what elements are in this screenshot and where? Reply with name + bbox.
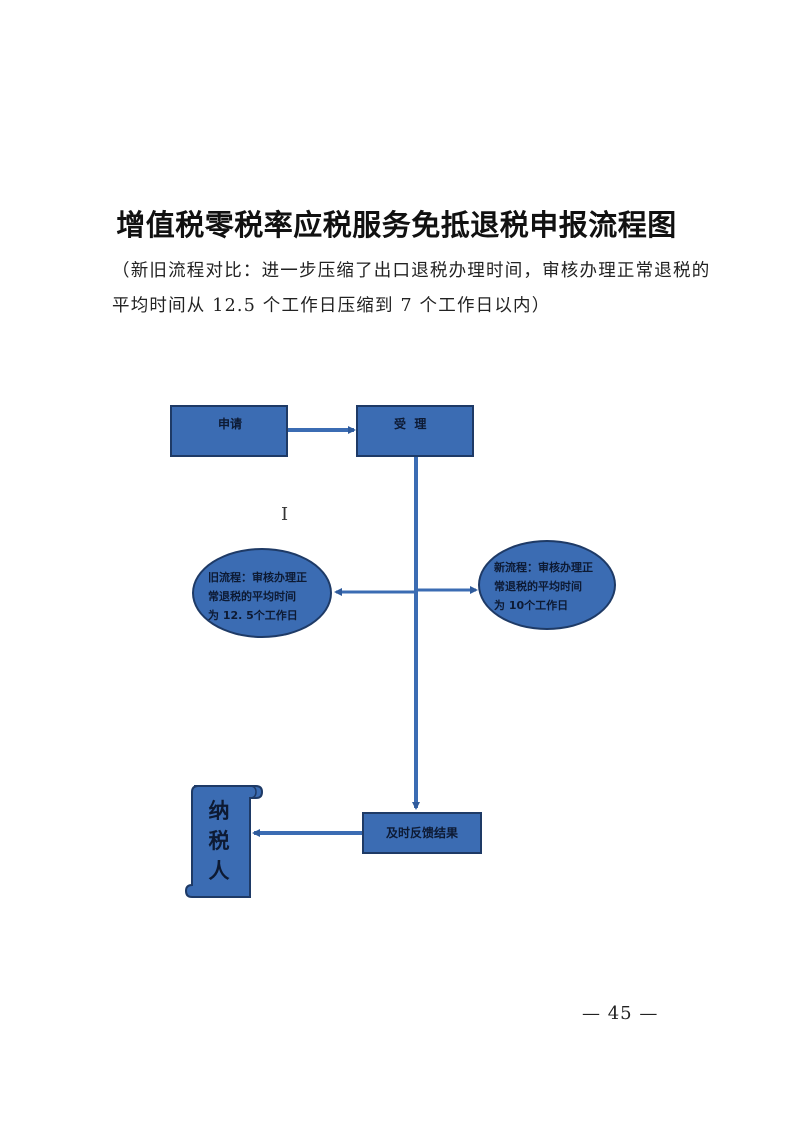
taxpayer-scroll-shape xyxy=(184,785,264,898)
page-subtitle: （新旧流程对比：进一步压缩了出口退税办理时间，审核办理正常退税的平均时间从 12… xyxy=(112,261,711,316)
page-number: — 45 — xyxy=(582,1003,659,1024)
new-process-line3: 为 10个工作日 xyxy=(494,599,569,612)
accept-label: 受 理 xyxy=(394,417,427,431)
new-process-oval: 新流程：审核办理正 常退税的平均时间 为 10个工作日 xyxy=(478,540,616,630)
accept-box: 受 理 xyxy=(356,405,474,457)
feedback-label: 及时反馈结果 xyxy=(386,826,459,840)
old-process-line3: 为 12. 5个工作日 xyxy=(208,609,298,622)
taxpayer-char-3: 人 xyxy=(208,858,230,883)
old-process-oval: 旧流程：审核办理正 常退税的平均时间 为 12. 5个工作日 xyxy=(192,548,332,638)
taxpayer-char-1: 纳 xyxy=(208,798,230,823)
taxpayer-label: 纳 税 人 xyxy=(204,796,234,886)
feedback-box: 及时反馈结果 xyxy=(362,812,482,854)
apply-box: 申请 xyxy=(170,405,288,457)
apply-label: 申请 xyxy=(218,417,243,431)
page-title: 增值税零税率应税服务免抵退税申报流程图 xyxy=(116,208,677,242)
new-process-line2: 常退税的平均时间 xyxy=(494,580,582,593)
text-cursor-icon: I xyxy=(281,504,289,525)
new-process-line1: 新流程：审核办理正 xyxy=(494,561,593,574)
old-process-line2: 常退税的平均时间 xyxy=(208,590,296,603)
taxpayer-char-2: 税 xyxy=(208,828,230,853)
old-process-line1: 旧流程：审核办理正 xyxy=(208,571,307,584)
